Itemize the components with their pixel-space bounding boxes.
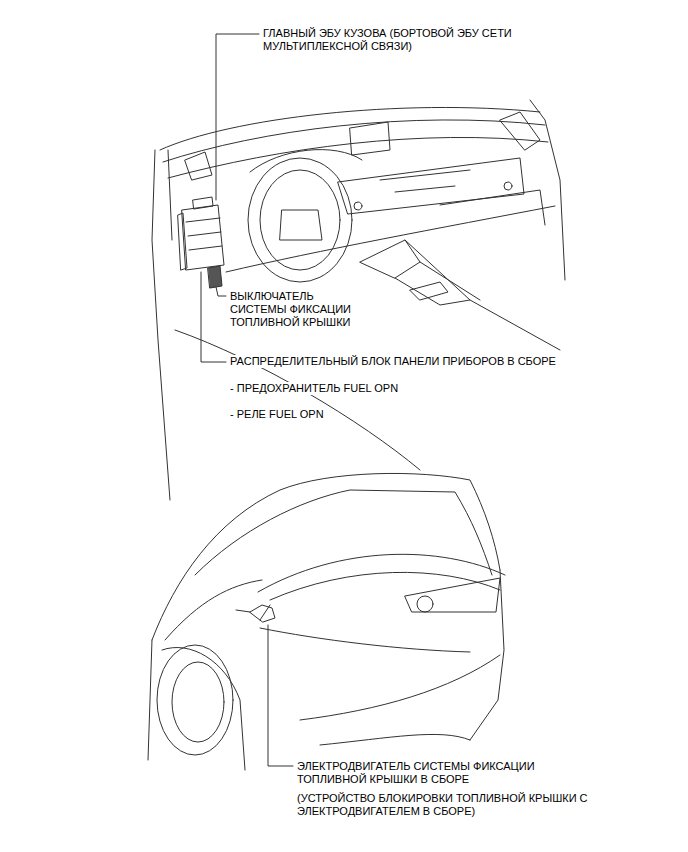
centre-stack [395, 186, 455, 192]
part-label: ЭЛЕКТРОДВИГАТЕЛЬ СИСТЕМЫ ФИКСАЦИИ ТОПЛИВ… [296, 760, 573, 786]
centre-stack [380, 170, 470, 180]
floor-line [470, 300, 560, 350]
wheel [172, 662, 224, 742]
side-vent [500, 112, 540, 150]
console [395, 240, 470, 305]
wheel [157, 645, 233, 755]
junction-block [186, 218, 222, 250]
junction-block [182, 205, 224, 270]
part-label: ГЛАВНЫЙ ЭБУ КУЗОВА (БОРТОВОЙ ЭБУ СЕТИ МУ… [262, 27, 554, 53]
door-line [175, 330, 420, 470]
tail-light [405, 578, 500, 612]
part-label: - РЕЛЕ FUEL OPN [229, 408, 325, 421]
part-label: (УСТРОЙСТВО БЛОКИРОВКИ ТОПЛИВНОЙ КРЫШКИ … [296, 792, 618, 818]
dash-front-line [168, 137, 548, 178]
part-label: - ПРЕДОХРАНИТЕЛЬ FUEL OPN [229, 382, 399, 395]
body-ecu [193, 197, 213, 209]
lower-dash [226, 206, 555, 272]
instrument-hood [250, 150, 362, 172]
bumper-line [320, 734, 470, 745]
knob [354, 202, 362, 210]
steering-hub [280, 210, 322, 240]
leader-line [216, 287, 226, 296]
steering-wheel [260, 170, 340, 270]
leader-line [268, 625, 293, 766]
part-label: ВЫКЛЮЧАТЕЛЬ СИСТЕМЫ ФИКСАЦИИ ТОПЛИВНОЙ К… [229, 290, 361, 329]
emblem [417, 596, 433, 612]
c-pillar [165, 580, 262, 640]
glovebox [440, 190, 545, 225]
bumper-line [300, 655, 500, 720]
junction-block [178, 213, 187, 270]
rear-window [195, 490, 492, 575]
a-pillar [530, 100, 565, 280]
centre-stack [338, 158, 524, 214]
trunk-lid [270, 572, 500, 600]
roof-line [152, 473, 500, 640]
rear-corner [470, 570, 504, 740]
a-pillar [152, 150, 170, 500]
body-line [260, 628, 470, 652]
leader-line [201, 272, 226, 362]
fuel-lid-motor [236, 610, 250, 612]
console [420, 262, 480, 300]
part-label: РАСПРЕДЕЛИТЕЛЬНЫЙ БЛОК ПАНЕЛИ ПРИБОРОВ В… [229, 355, 557, 368]
body-side [148, 640, 152, 760]
fuel-lid-switch [208, 266, 222, 288]
knob [504, 182, 512, 190]
side-vent [185, 152, 212, 180]
fuel-lid-motor [250, 605, 275, 622]
centre-display [350, 122, 390, 155]
leader-line [216, 34, 259, 200]
a-pillar [168, 150, 172, 240]
console [410, 282, 448, 300]
